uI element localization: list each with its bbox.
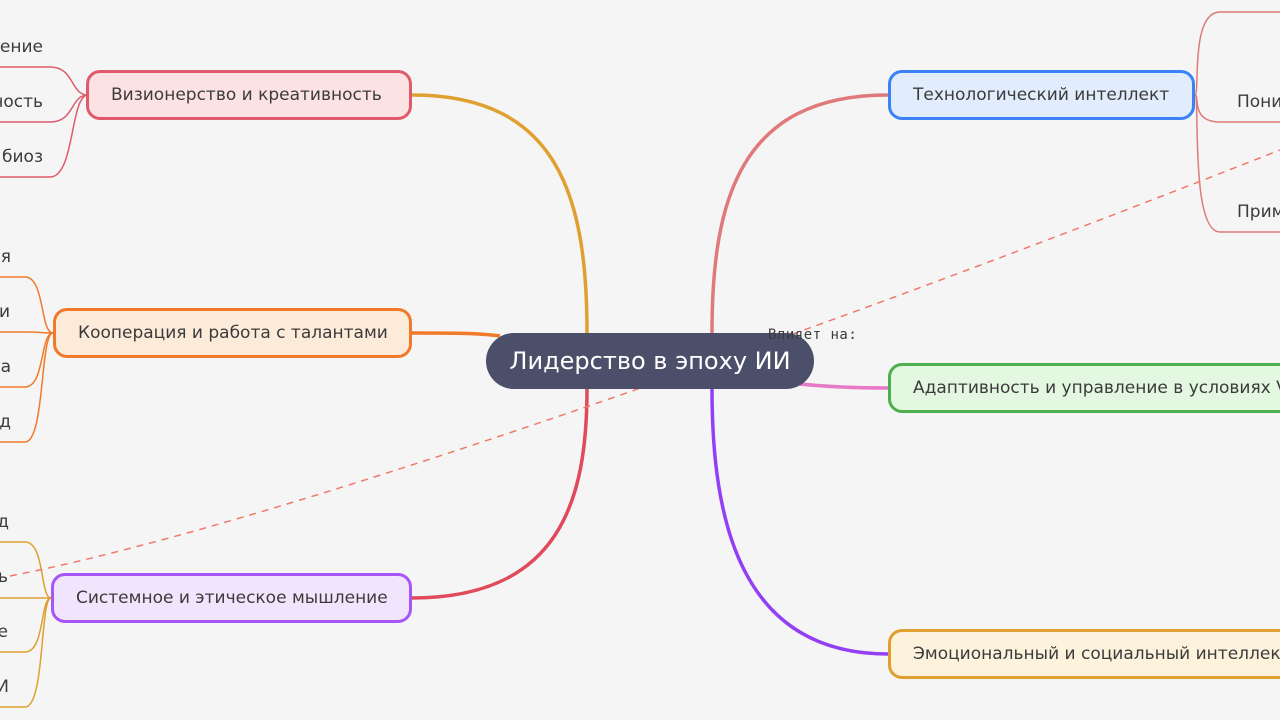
root-label: Лидерство в эпоху ИИ bbox=[509, 347, 791, 375]
branch-label: Технологический интеллект bbox=[913, 85, 1170, 105]
connector-visionary bbox=[411, 93, 589, 334]
leaf-item[interactable]: ение bbox=[0, 37, 43, 57]
branch-emotional[interactable]: Эмоциональный и социальный интеллект bbox=[888, 629, 1280, 679]
branch-visionary[interactable]: Визионерство и креативность bbox=[86, 70, 412, 120]
leaf-connector bbox=[0, 94, 89, 178]
leaf-connector bbox=[0, 597, 52, 708]
leaf-item[interactable]: ь bbox=[0, 567, 8, 587]
leaf-connector bbox=[0, 66, 89, 96]
leaf-connector bbox=[0, 331, 54, 334]
branch-tech[interactable]: Технологический интеллект bbox=[888, 70, 1195, 120]
leaf-item[interactable]: и bbox=[0, 302, 10, 322]
leaf-item[interactable]: е bbox=[0, 622, 8, 642]
leaf-connector bbox=[1194, 11, 1280, 96]
connector-adaptive bbox=[799, 382, 889, 390]
leaf-item[interactable]: д bbox=[0, 412, 11, 432]
leaf-item[interactable]: Прим bbox=[1237, 202, 1280, 222]
relationship-label[interactable]: Влияет на: bbox=[768, 327, 858, 343]
branch-label: Визионерство и креативность bbox=[111, 85, 382, 105]
branch-label: Эмоциональный и социальный интеллект bbox=[913, 644, 1280, 664]
branch-label: Кооперация и работа с талантами bbox=[78, 323, 388, 343]
leaf-item[interactable]: Пони bbox=[1237, 92, 1280, 112]
leaf-connector bbox=[0, 94, 89, 123]
connector-emotional bbox=[710, 388, 889, 656]
leaf-item[interactable]: д bbox=[0, 512, 9, 532]
connector-cooperation bbox=[411, 331, 501, 338]
branch-systemic[interactable]: Системное и этическое мышление bbox=[51, 573, 412, 623]
leaf-item[interactable]: ность bbox=[0, 92, 43, 112]
leaf-item[interactable]: биоз bbox=[2, 147, 43, 167]
connector-systemic bbox=[411, 388, 589, 600]
branch-label: Системное и этическое мышление bbox=[76, 588, 388, 608]
leaf-connector bbox=[0, 597, 52, 653]
relationship-line[interactable] bbox=[9, 149, 1280, 577]
leaf-item[interactable]: а bbox=[0, 357, 11, 377]
connector-tech bbox=[710, 93, 889, 334]
branch-cooperation[interactable]: Кооперация и работа с талантами bbox=[53, 308, 412, 358]
leaf-connector bbox=[0, 332, 54, 443]
leaf-connector bbox=[0, 541, 52, 599]
branch-adaptive[interactable]: Адаптивность и управление в условиях VU bbox=[888, 363, 1280, 413]
leaf-connector bbox=[0, 332, 54, 388]
leaf-connector bbox=[0, 276, 54, 334]
leaf-item[interactable]: ия bbox=[0, 247, 11, 267]
leaf-connector bbox=[1194, 94, 1280, 233]
leaf-item[interactable]: И bbox=[0, 677, 9, 697]
branch-label: Адаптивность и управление в условиях VU bbox=[913, 378, 1280, 398]
root-topic[interactable]: Лидерство в эпоху ИИ bbox=[486, 333, 814, 389]
